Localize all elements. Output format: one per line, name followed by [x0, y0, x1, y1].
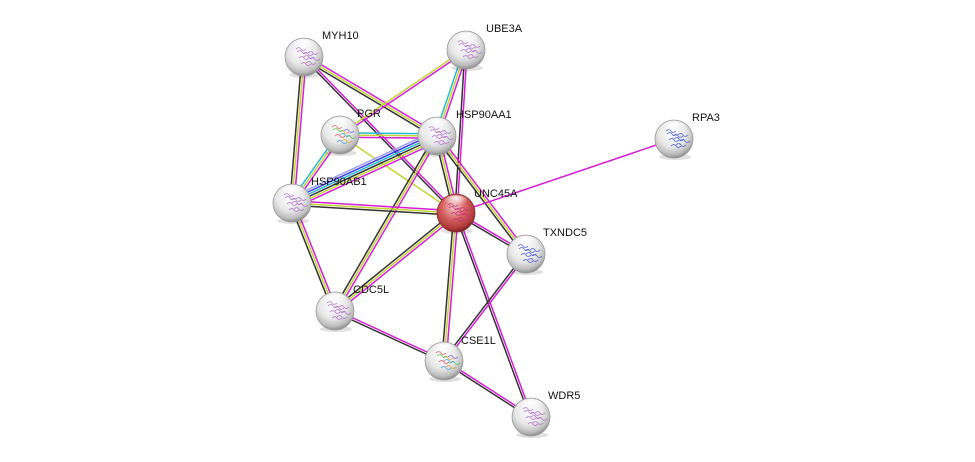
edge-evidence-yellow — [291, 56, 305, 204]
node-label: HSP90AB1 — [311, 176, 367, 188]
edge-hsp90aa1-cdc5l[interactable] — [332, 134, 440, 313]
edge-myh10-hsp90aa1[interactable] — [302, 54, 439, 139]
edge-hsp90aa1-txndc5[interactable] — [434, 134, 529, 256]
edge-evidence-magenta — [292, 200, 457, 212]
node-highlight — [660, 121, 688, 136]
edge-evidence-yellow — [291, 202, 457, 214]
edge-evidence-violet — [289, 130, 436, 199]
node-rpa3[interactable]: RPA3 — [654, 112, 720, 160]
node-label: PGR — [357, 108, 381, 120]
edge-evidence-black — [454, 213, 531, 418]
edge-evidence-black — [454, 49, 466, 213]
edge-evidence-black — [442, 252, 526, 361]
node-label: UBE3A — [486, 23, 523, 35]
edge-ube3a-pgr[interactable] — [338, 48, 468, 137]
edge-unc45a-rpa3[interactable] — [455, 138, 675, 214]
node-txndc5[interactable]: TXNDC5 — [506, 227, 587, 275]
edge-txndc5-cse1l[interactable] — [442, 252, 528, 363]
node-cdc5l[interactable]: CDC5L — [315, 284, 389, 332]
edge-evidence-yellow — [334, 135, 438, 312]
edge-evidence-cyan — [291, 134, 437, 203]
edge-evidence-yellow — [338, 48, 466, 135]
edge-evidence-black — [434, 136, 525, 256]
node-highlight — [512, 236, 540, 251]
node-myh10[interactable]: MYH10 — [284, 30, 359, 78]
edge-evidence-black — [289, 56, 303, 203]
node-unc45a[interactable]: UNC45A — [436, 188, 518, 234]
node-label: TXNDC5 — [543, 227, 587, 239]
edge-evidence-yellow — [334, 212, 457, 312]
edge-evidence-magenta — [335, 309, 445, 361]
edge-evidence-yellow — [436, 135, 527, 255]
edge-evidence-magenta — [340, 50, 468, 137]
node-label: UNC45A — [474, 188, 518, 200]
edge-evidence-black — [292, 136, 438, 205]
edge-evidence-blue — [290, 132, 436, 201]
edge-evidence-yellow — [303, 56, 438, 137]
edge-cdc5l-cse1l[interactable] — [334, 309, 445, 363]
edge-evidence-magenta — [445, 213, 459, 362]
edge-unc45a-wdr5[interactable] — [454, 212, 533, 418]
node-highlight — [321, 293, 349, 308]
node-hsp90aa1[interactable]: HSP90AA1 — [417, 109, 512, 157]
node-highlight — [326, 117, 354, 132]
node-label: CSE1L — [461, 335, 496, 347]
node-pgr[interactable]: PGR — [320, 108, 381, 156]
edge-pgr-unc45a[interactable] — [339, 134, 457, 214]
node-cse1l[interactable]: CSE1L — [424, 335, 496, 382]
node-wdr5[interactable]: WDR5 — [511, 390, 580, 438]
node-label: MYH10 — [322, 30, 359, 42]
edge-evidence-magenta — [335, 214, 458, 314]
node-highlight — [517, 399, 545, 414]
node-highlight — [423, 118, 451, 133]
node-label: HSP90AA1 — [456, 109, 512, 121]
node-hsp90ab1[interactable]: HSP90AB1 — [272, 176, 367, 224]
edge-evidence-yellow — [293, 138, 439, 207]
edge-evidence-magenta — [304, 54, 439, 135]
node-label: CDC5L — [353, 284, 389, 296]
edge-evidence-magenta — [456, 50, 468, 214]
edge-evidence-magenta — [293, 201, 338, 311]
edge-evidence-magenta — [293, 140, 440, 209]
edge-hsp90aa1-hsp90ab1[interactable] — [289, 130, 440, 209]
edge-myh10-hsp90ab1[interactable] — [289, 56, 307, 204]
edge-evidence-magenta — [455, 138, 675, 214]
node-highlight — [430, 343, 458, 358]
node-label: WDR5 — [548, 390, 580, 402]
node-highlight — [452, 32, 480, 47]
edge-unc45a-cse1l[interactable] — [441, 212, 459, 362]
edge-evidence-black — [441, 212, 455, 361]
edge-evidence-yellow — [443, 212, 457, 362]
edge-evidence-magenta — [293, 57, 307, 204]
node-highlight — [290, 39, 318, 54]
edge-evidence-black — [291, 204, 456, 216]
node-highlight — [442, 195, 470, 210]
edge-evidence-magenta — [438, 134, 529, 254]
edge-evidence-black — [289, 203, 334, 313]
edge-evidence-magenta — [456, 212, 533, 417]
edge-evidence-magenta — [444, 254, 528, 363]
edge-evidence-black — [333, 210, 456, 310]
edge-ube3a-unc45a[interactable] — [454, 49, 468, 214]
edge-evidence-black — [302, 58, 437, 139]
edge-evidence-black — [334, 311, 444, 363]
edge-evidence-magenta — [336, 136, 440, 313]
edge-unc45a-cdc5l[interactable] — [333, 210, 458, 314]
edge-evidence-black — [332, 134, 436, 311]
edge-hsp90ab1-unc45a[interactable] — [291, 200, 457, 216]
node-highlight — [278, 185, 306, 200]
node-ube3a[interactable]: UBE3A — [446, 23, 523, 71]
edges-layer — [289, 48, 675, 419]
edge-evidence-yellow — [339, 134, 457, 214]
edge-evidence-magenta — [304, 55, 458, 213]
node-label: RPA3 — [692, 112, 720, 124]
